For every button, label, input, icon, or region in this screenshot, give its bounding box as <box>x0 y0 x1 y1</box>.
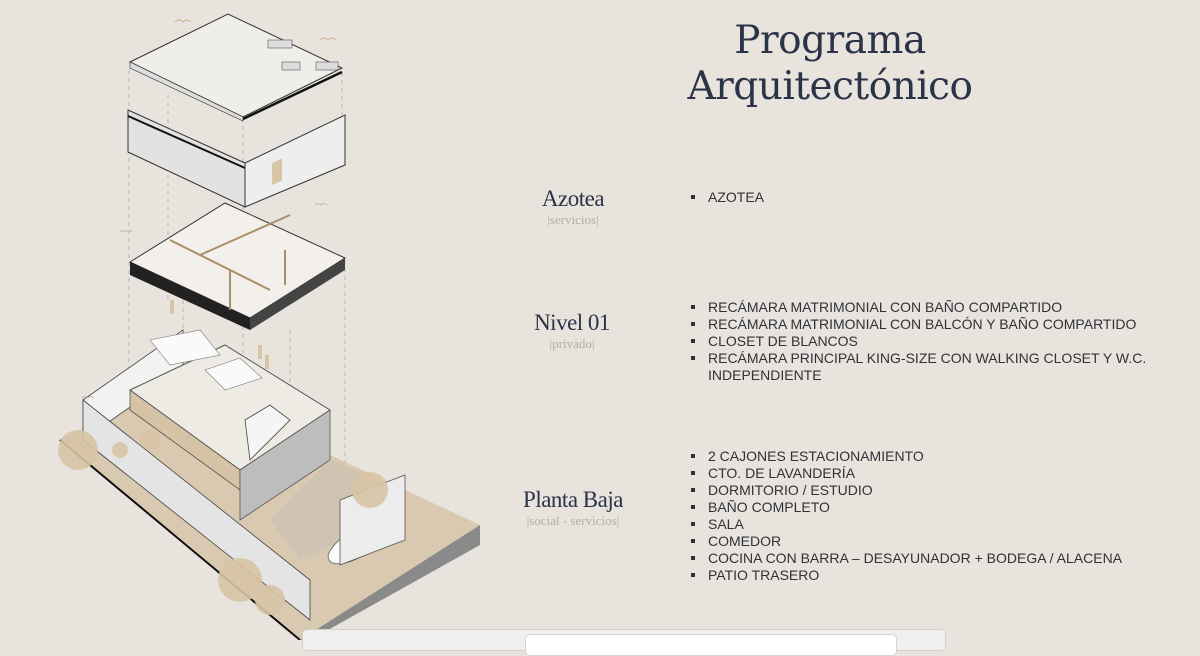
list-item: RECÁMARA PRINCIPAL KING-SIZE CON WALKING… <box>690 350 1178 384</box>
level-label-planta-baja: Planta Baja |social - servicios| <box>483 487 663 528</box>
level-subtitle: |servicios| <box>547 212 599 227</box>
title-line-2: Arquitectónico <box>687 64 973 109</box>
toolbar-input[interactable] <box>525 634 897 656</box>
list-item: DORMITORIO / ESTUDIO <box>690 482 1178 499</box>
list-item: RECÁMARA MATRIMONIAL CON BAÑO COMPARTIDO <box>690 299 1178 316</box>
level-label-nivel-01: Nivel 01 |privado| <box>482 310 662 351</box>
level-subtitle: |social - servicios| <box>526 513 620 528</box>
list-item: CTO. DE LAVANDERÍA <box>690 465 1178 482</box>
list-item: CLOSET DE BLANCOS <box>690 333 1178 350</box>
page-title: Programa Arquitectónico <box>640 18 1020 110</box>
list-item: AZOTEA <box>690 189 1178 206</box>
list-item: BAÑO COMPLETO <box>690 499 1178 516</box>
list-item: SALA <box>690 516 1178 533</box>
level-subtitle: |privado| <box>549 336 595 351</box>
bottom-toolbar[interactable] <box>302 629 946 656</box>
level-name: Nivel 01 <box>534 310 610 335</box>
nivel-01-list: RECÁMARA MATRIMONIAL CON BAÑO COMPARTIDO… <box>690 299 1178 384</box>
nivel-01-model <box>128 202 347 391</box>
level-name: Planta Baja <box>523 487 623 512</box>
title-line-1: Programa <box>734 18 926 63</box>
exploded-axonometric-illustration <box>58 13 480 640</box>
list-item: PATIO TRASERO <box>690 567 1178 584</box>
planta-baja-model <box>58 329 480 640</box>
azotea-model <box>128 13 344 122</box>
list-item: COCINA CON BARRA – DESAYUNADOR + BODEGA … <box>690 550 1178 567</box>
list-item: 2 CAJONES ESTACIONAMIENTO <box>690 448 1178 465</box>
birds <box>81 19 337 399</box>
list-item: COMEDOR <box>690 533 1178 550</box>
level-label-azotea: Azotea |servicios| <box>483 186 663 227</box>
list-item: RECÁMARA MATRIMONIAL CON BALCÓN Y BAÑO C… <box>690 316 1178 333</box>
planta-baja-list: 2 CAJONES ESTACIONAMIENTO CTO. DE LAVAND… <box>690 448 1178 584</box>
level-name: Azotea <box>541 186 605 211</box>
walls-model <box>127 109 346 208</box>
azotea-list: AZOTEA <box>690 189 1178 206</box>
